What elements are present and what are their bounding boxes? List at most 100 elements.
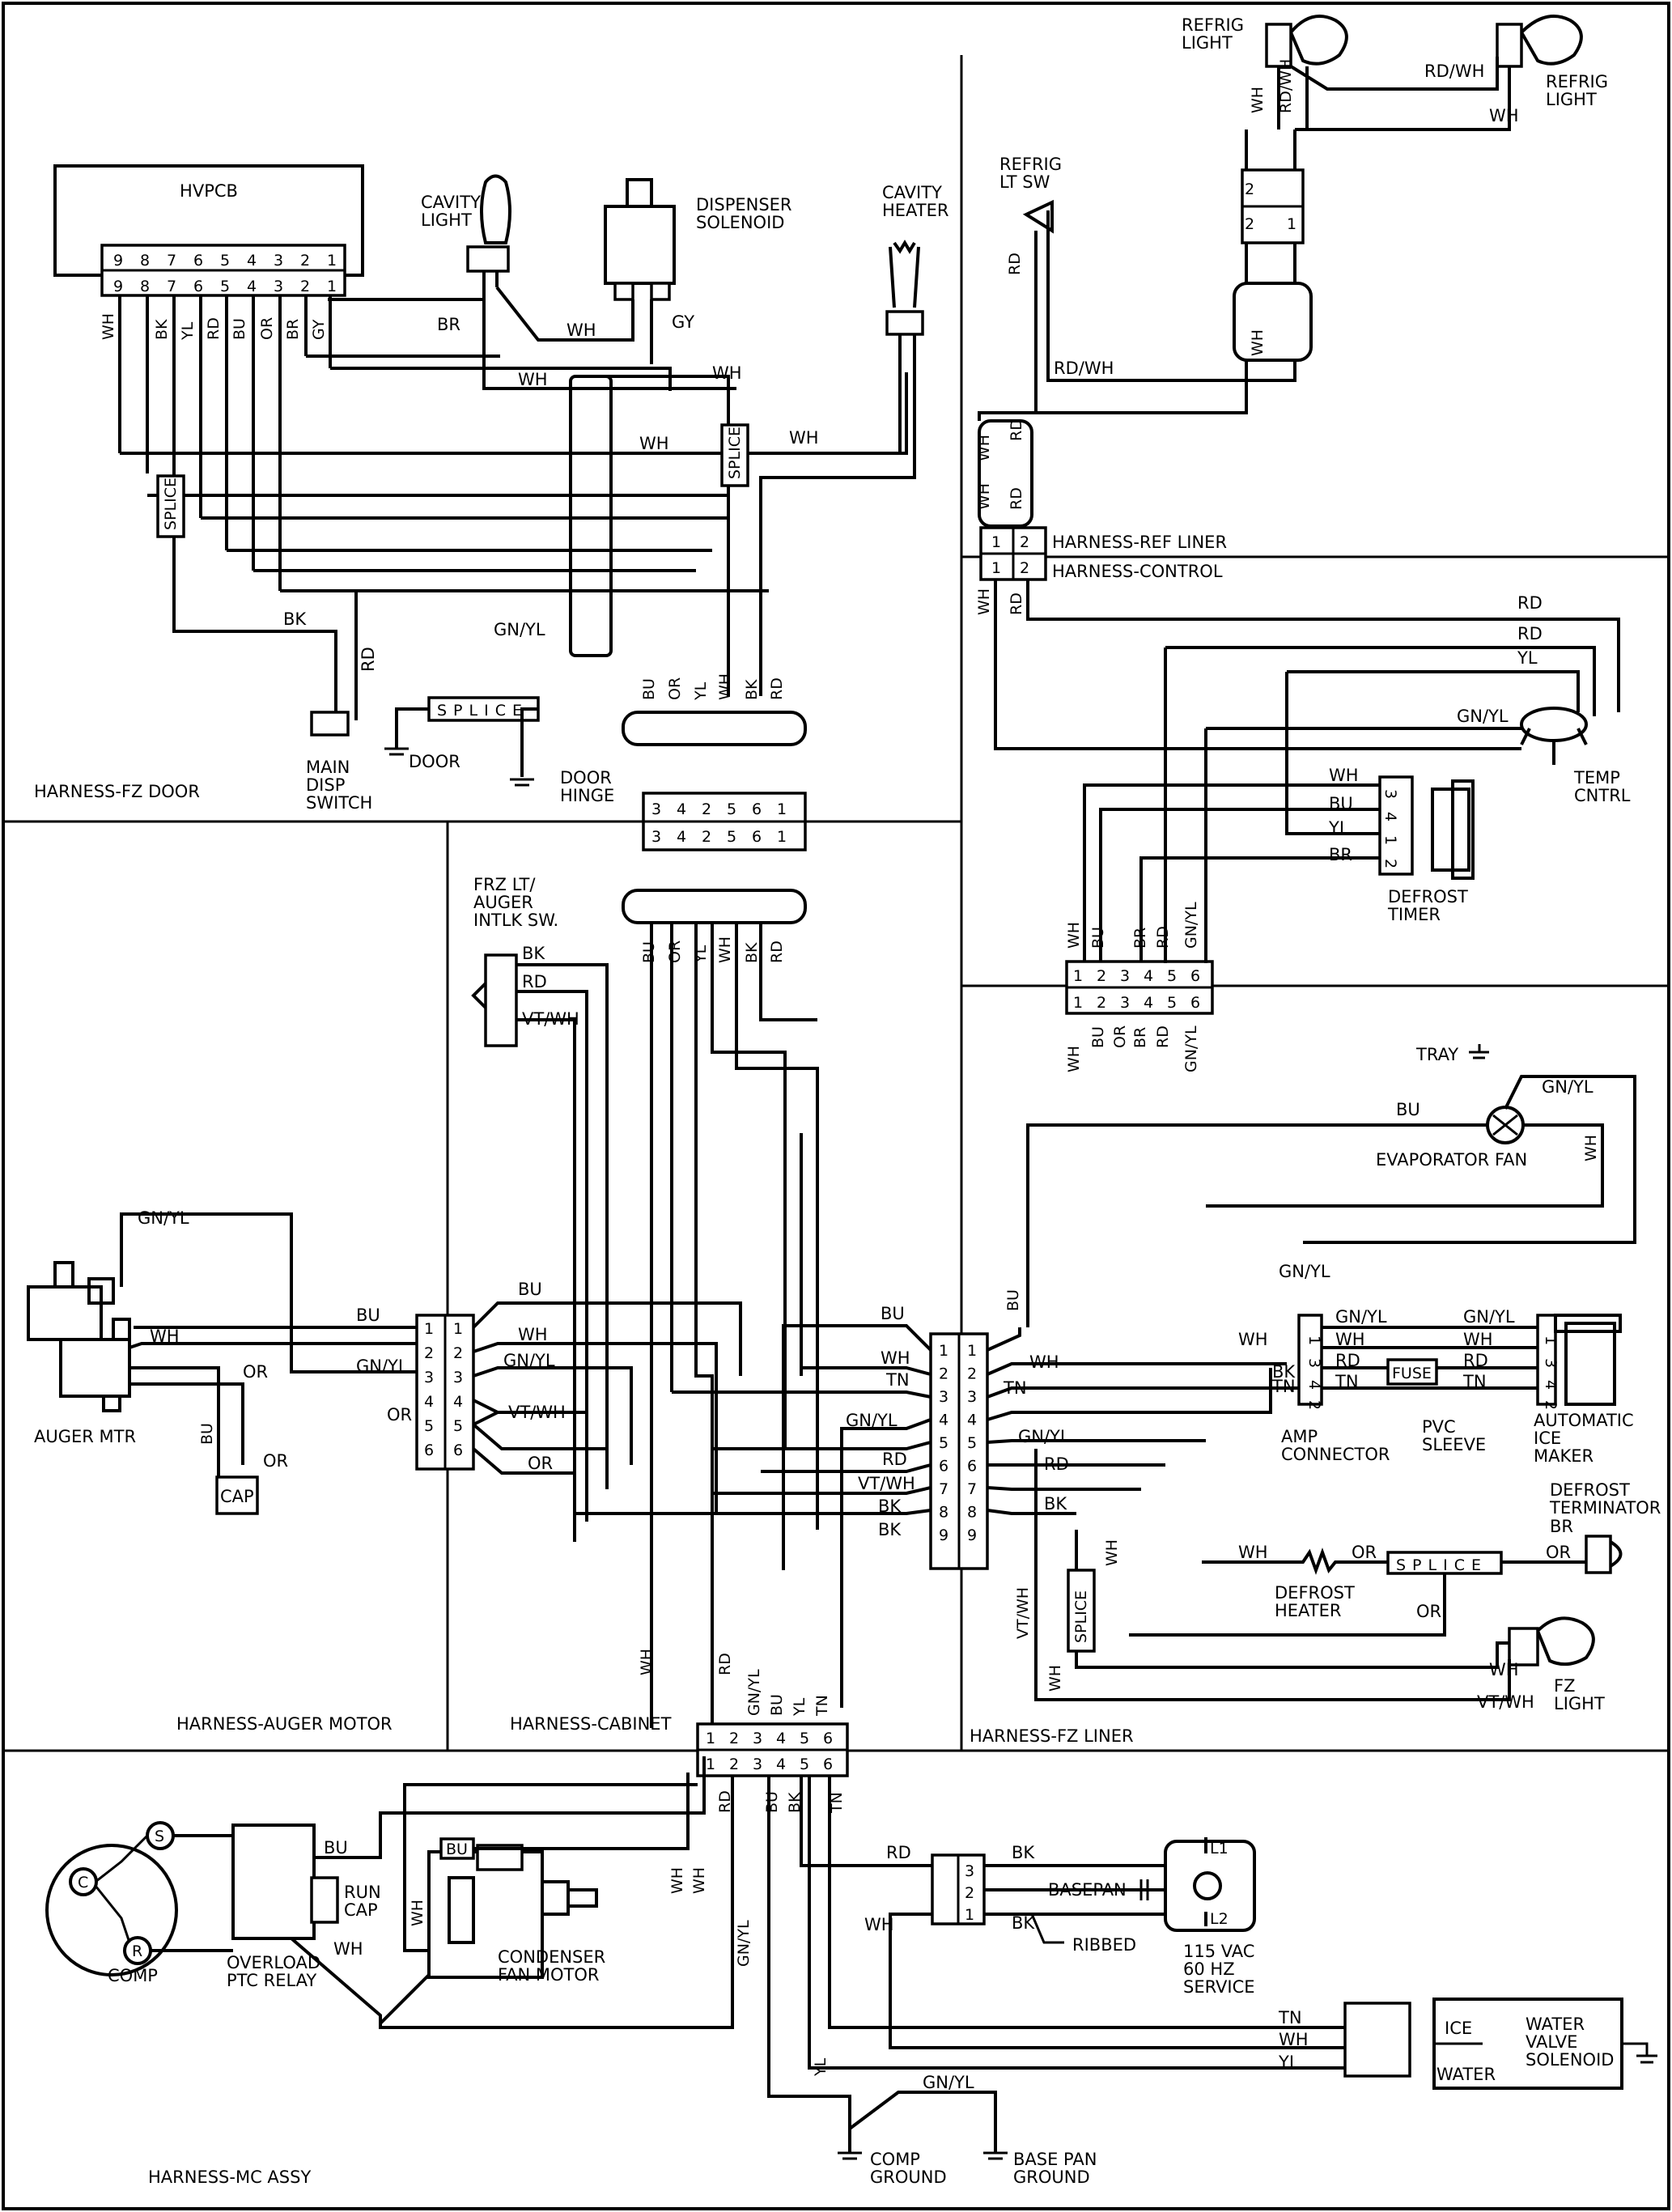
pin-number: 4	[424, 1393, 434, 1411]
splice-2: SPLICE	[720, 423, 749, 487]
svg-text:RD: RD	[1517, 593, 1543, 613]
pin-number: 3	[274, 252, 283, 270]
svg-text:4: 4	[1305, 1380, 1323, 1390]
pin-number: 7	[967, 1480, 977, 1498]
svg-text:GN/YL: GN/YL	[138, 1208, 189, 1228]
svg-text:GY: GY	[672, 312, 694, 332]
svg-text:TN: TN	[1278, 2008, 1302, 2027]
svg-text:BU: BU	[231, 318, 248, 340]
svg-text:WH: WH	[712, 363, 742, 383]
pin-number: 1	[1073, 967, 1083, 985]
svg-text:GN/YL: GN/YL	[356, 1356, 408, 1376]
pin-number: 5	[1167, 967, 1177, 985]
svg-text:OR: OR	[666, 677, 684, 700]
svg-text:RD: RD	[1008, 418, 1025, 441]
svg-text:TN: TN	[1003, 1378, 1027, 1398]
svg-text:YL: YL	[1278, 2053, 1299, 2072]
svg-text:2: 2	[965, 1884, 974, 1902]
ribbed-label: RIBBED	[1072, 1935, 1136, 1955]
svg-text:WH: WH	[1238, 1543, 1268, 1562]
svg-text:SPLICE: SPLICE	[726, 427, 744, 479]
compressor: C S R COMP	[45, 1821, 178, 1985]
pin-number: 3	[967, 1388, 977, 1406]
pin-number: 2	[1245, 215, 1254, 233]
svg-text:BR: BR	[1131, 928, 1149, 949]
svg-text:WH: WH	[100, 313, 117, 340]
svg-text:WH: WH	[716, 936, 734, 963]
pin-number: 6	[1190, 994, 1200, 1012]
svg-text:4: 4	[1542, 1380, 1560, 1390]
pin-number: 2	[300, 278, 310, 295]
svg-text:RD: RD	[1044, 1454, 1069, 1474]
svg-text:RD/WH: RD/WH	[1424, 62, 1484, 81]
pin-number: 5	[800, 1756, 809, 1773]
svg-text:OR: OR	[387, 1405, 412, 1424]
pin-number: 3	[753, 1730, 762, 1747]
pin-number: 3	[424, 1369, 434, 1386]
svg-text:SPLICE: SPLICE	[437, 702, 528, 720]
svg-text:WH: WH	[1029, 1352, 1059, 1372]
pin-number: 6	[752, 800, 762, 818]
svg-text:BK: BK	[1012, 1843, 1035, 1862]
svg-text:YL: YL	[791, 1697, 808, 1717]
svg-text:WH: WH	[1489, 1660, 1519, 1679]
svg-text:WH: WH	[1065, 922, 1083, 949]
pin-number: 3	[939, 1388, 948, 1406]
pin-number: 6	[823, 1730, 833, 1747]
svg-text:3: 3	[1381, 789, 1399, 799]
svg-text:GN/YL: GN/YL	[745, 1669, 763, 1716]
fz-liner-9pin	[929, 1332, 989, 1570]
svg-text:WH: WH	[1065, 1046, 1083, 1072]
pin-number: 5	[967, 1434, 977, 1452]
cabinet-to-fz-wires: BU WH TN GN/YL RD VT/WH BK BK	[631, 1304, 932, 1708]
svg-text:1: 1	[1542, 1335, 1560, 1345]
pin-number: 7	[167, 278, 176, 295]
svg-text:WH: WH	[1463, 1330, 1493, 1349]
pin-number: 4	[677, 828, 686, 846]
svg-text:BU: BU	[356, 1306, 380, 1325]
cap-label: CAP	[220, 1487, 254, 1506]
splice-3: SPLICE	[427, 696, 540, 722]
svg-text:BK: BK	[283, 609, 307, 629]
control-wires: RD RD YL GN/YL	[994, 580, 1620, 750]
fuse-label: FUSE	[1392, 1365, 1432, 1382]
svg-text:TN: TN	[813, 1695, 831, 1717]
svg-text:BU: BU	[1004, 1289, 1022, 1311]
pin-number: 1	[453, 1320, 463, 1338]
svg-text:BR: BR	[1550, 1517, 1573, 1536]
svg-text:WH: WH	[690, 1867, 708, 1894]
pin-number: 5	[727, 800, 736, 818]
pin-number: 1	[706, 1730, 715, 1747]
svg-text:WH: WH	[567, 321, 596, 340]
svg-text:BK: BK	[522, 944, 545, 963]
pin-number: 3	[651, 800, 661, 818]
svg-text:BU: BU	[518, 1280, 542, 1299]
svg-text:YL: YL	[692, 681, 710, 701]
svg-text:GN/YL: GN/YL	[735, 1920, 753, 1967]
svg-text:RD: RD	[1008, 487, 1025, 510]
pin-number: 3	[753, 1756, 762, 1773]
svg-text:BU: BU	[640, 941, 658, 963]
pin-number: 6	[1190, 967, 1200, 985]
auger-6pin	[415, 1314, 475, 1471]
pin-number: 1	[967, 1342, 977, 1360]
svg-text:BR: BR	[1329, 845, 1352, 864]
fz-liner-wires: BU WH TN GN/YL RD BK	[987, 1289, 1299, 1515]
pin-number: 3	[1120, 994, 1130, 1012]
pin-number: 4	[453, 1393, 463, 1411]
svg-text:2: 2	[1381, 859, 1399, 868]
